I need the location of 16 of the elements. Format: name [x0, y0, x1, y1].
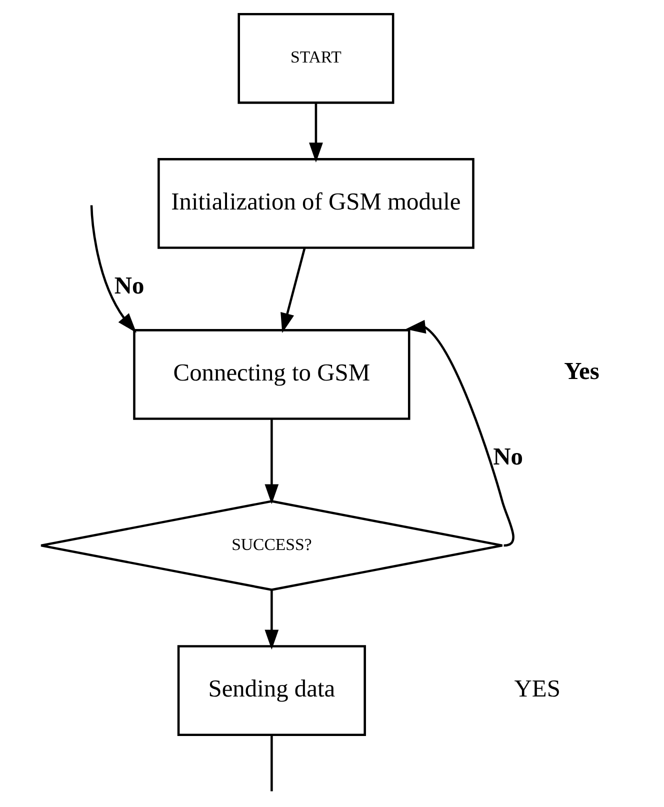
arrow [90, 205, 136, 333]
edge-label: No [493, 443, 523, 470]
arrow [309, 102, 323, 163]
arrow [406, 320, 514, 547]
arrow [264, 418, 279, 504]
connector [270, 735, 273, 792]
edge-label: No [114, 272, 144, 300]
node-box: Sending data [177, 645, 366, 736]
node-box: START [238, 12, 394, 104]
arrow [264, 590, 279, 650]
arrow [280, 248, 306, 333]
node-box: Connecting to GSM [133, 329, 410, 420]
label: Yes [564, 358, 600, 385]
label: YES [514, 675, 560, 702]
node-diamond: SUCCESS? [40, 500, 504, 591]
node-box: Initialization of GSM module [158, 158, 474, 249]
